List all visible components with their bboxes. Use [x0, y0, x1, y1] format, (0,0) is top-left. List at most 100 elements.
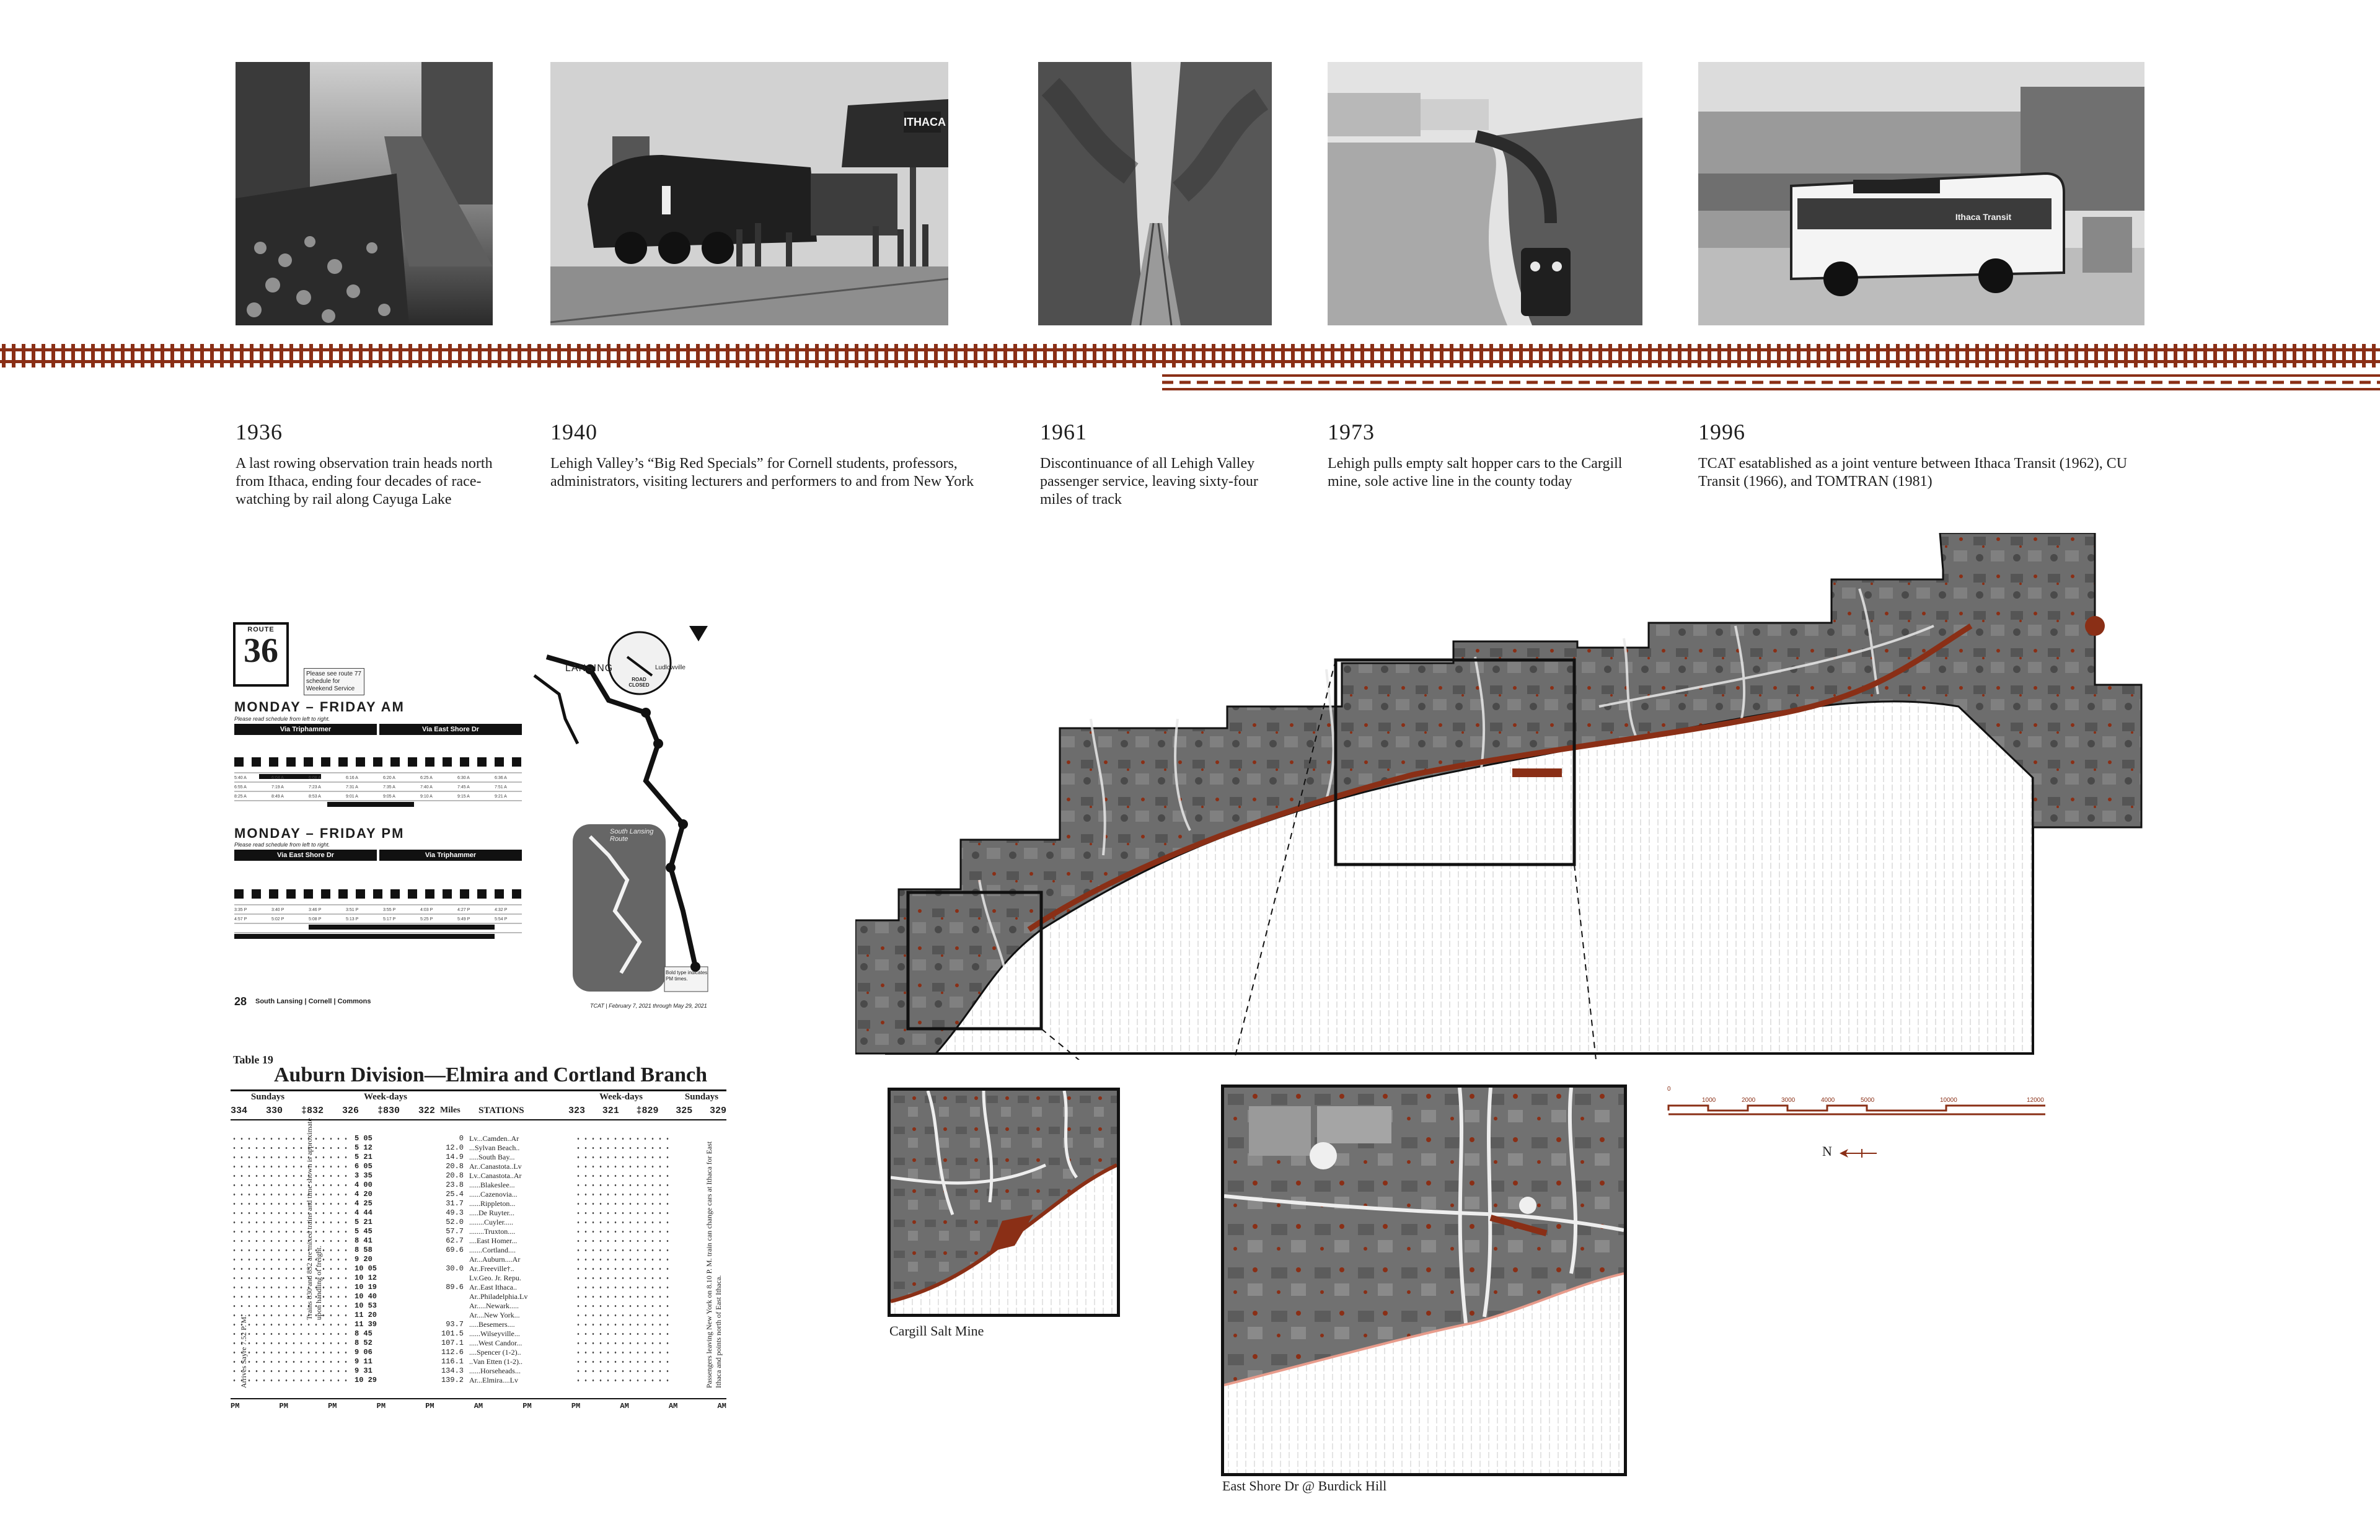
miles-cell: 62.7 — [446, 1236, 464, 1245]
svg-text:5:49 P: 5:49 P — [457, 917, 470, 922]
schedule-footer-page: 28 — [234, 995, 247, 1008]
station-row: .....West Candor... — [469, 1339, 522, 1347]
schedule-footer-dates: TCAT | February 7, 2021 through May 29, … — [590, 1003, 707, 1009]
time-cell: 9 06 — [355, 1348, 372, 1357]
photo-1973-salt-hopper-train — [1328, 62, 1642, 325]
station-row: ......Rippleton... — [469, 1199, 516, 1208]
station-row: .....Besemers.... — [469, 1320, 515, 1329]
train-number: 322 — [418, 1106, 435, 1116]
svg-text:9:05 A: 9:05 A — [383, 794, 395, 799]
svg-text:7:51 A: 7:51 A — [495, 785, 507, 790]
am-read-note: Please read schedule from left to right. — [234, 716, 330, 722]
svg-text:9:21 A: 9:21 A — [495, 794, 507, 799]
ampm-cell: PM — [571, 1402, 581, 1410]
right-time-columns: Passengers leaving New York on 8.10 P. M… — [575, 1134, 729, 1394]
inset-1-caption: Cargill Salt Mine — [889, 1323, 984, 1339]
station-row: Ar..Freeville†.. — [469, 1264, 514, 1273]
time-cell: 9 11 — [355, 1357, 372, 1366]
station-row: Lv.Geo. Jr. Repu. — [469, 1274, 521, 1282]
time-cell: 9 31 — [355, 1366, 372, 1375]
train-number: 329 — [709, 1106, 726, 1116]
svg-text:6:30 A: 6:30 A — [457, 776, 470, 780]
map-label-route-name: South Lansing Route — [610, 828, 654, 843]
miles-cell — [439, 1301, 464, 1311]
ampm-cell: AM — [668, 1402, 678, 1410]
station-row: Ar..Canastota..Lv — [469, 1162, 522, 1171]
station-row: ....East Homer... — [469, 1236, 518, 1245]
scale-label: 1000 — [1702, 1097, 1716, 1104]
svg-text:3:40 P: 3:40 P — [271, 908, 284, 912]
train-number: 334 — [231, 1106, 248, 1116]
svg-text:5:54 P: 5:54 P — [495, 917, 508, 922]
miles-cell — [439, 1311, 464, 1320]
pm-read-note: Please read schedule from left to right. — [234, 842, 330, 848]
scale-label: 2000 — [1742, 1097, 1756, 1104]
time-cell: 4 00 — [355, 1181, 372, 1189]
time-cell: 6 05 — [355, 1162, 372, 1171]
time-cell: 5 05 — [355, 1134, 372, 1143]
scale-label: 5000 — [1861, 1097, 1875, 1104]
svg-text:7:31 A: 7:31 A — [346, 785, 358, 790]
miles-cell: 49.3 — [446, 1208, 464, 1217]
svg-text:9:15 A: 9:15 A — [457, 794, 470, 799]
svg-text:6:08 A: 6:08 A — [309, 776, 321, 780]
stations-column: Lv...Camden..Ar...Sylvan Beach.......Sou… — [469, 1134, 571, 1385]
time-cell: 8 58 — [355, 1246, 372, 1254]
right-train-numbers: 323 321 ‡829 325 329 — [568, 1106, 726, 1116]
time-cell: 10 19 — [355, 1283, 377, 1291]
schedule-footer-title: South Lansing | Cornell | Commons — [255, 998, 371, 1005]
svg-text:3:55 P: 3:55 P — [383, 908, 396, 912]
svg-text:6:36 A: 6:36 A — [495, 776, 507, 780]
left-train-numbers: 334 330 ‡832 326 ‡830 322 — [231, 1106, 435, 1116]
train-number: 325 — [676, 1106, 693, 1116]
miles-cell: 20.8 — [446, 1171, 464, 1180]
route-map: LANSING Ludlowville ROAD CLOSED South La… — [522, 620, 720, 1004]
arrow-left-icon — [1840, 1149, 1877, 1158]
photo-1940-big-red-special: ITHACA — [550, 62, 948, 325]
train-number: ‡829 — [636, 1106, 659, 1116]
photo-1936-observation-train — [236, 62, 493, 325]
right-sundays-header: Sundays — [684, 1092, 719, 1102]
station-row: ..Van Etten (1-2).. — [469, 1357, 522, 1366]
svg-text:7:35 A: 7:35 A — [383, 785, 395, 790]
time-cell: 5 21 — [355, 1153, 372, 1161]
scale-label: 0 — [1667, 1086, 1671, 1093]
miles-cell: 107.1 — [441, 1339, 464, 1347]
time-cell: 10 29 — [355, 1376, 377, 1384]
miles-cell: 0 — [459, 1134, 464, 1143]
svg-text:7:45 A: 7:45 A — [457, 785, 470, 790]
miles-cell — [439, 1255, 464, 1264]
train-number: 323 — [568, 1106, 586, 1116]
scale-label: 10000 — [1940, 1097, 1957, 1104]
left-weekdays-header: Week-days — [363, 1092, 407, 1102]
station-sign: ITHACA — [904, 112, 946, 133]
inset-cargill-salt-mine — [888, 1088, 1120, 1317]
time-cell: 5 21 — [355, 1218, 372, 1226]
svg-text:7:23 A: 7:23 A — [309, 785, 321, 790]
right-dots — [575, 1134, 674, 1388]
miles-cell: 112.6 — [441, 1348, 464, 1357]
ampm-cell: PM — [231, 1402, 240, 1410]
station-row: Lv..Canastota..Ar — [469, 1171, 522, 1180]
ampm-cell: PM — [279, 1402, 288, 1410]
svg-text:9:10 A: 9:10 A — [420, 794, 433, 799]
map-label-lansing: LANSING — [565, 663, 614, 674]
time-cell: 10 40 — [355, 1292, 377, 1301]
station-row: ......Blakeslee... — [469, 1181, 515, 1189]
time-cell: 8 52 — [355, 1339, 372, 1347]
miles-cell: 23.8 — [446, 1181, 464, 1189]
ampm-cell: PM — [522, 1402, 532, 1410]
miles-cell: 14.9 — [446, 1153, 464, 1161]
map-bold-note: Bold type indicates PM times. — [666, 970, 708, 982]
aerial-map — [854, 532, 2144, 1088]
svg-text:7:19 A: 7:19 A — [271, 785, 284, 790]
service-note: Please see route 77 schedule for Weekend… — [304, 668, 364, 695]
map-label-road-closed: ROAD CLOSED — [628, 677, 650, 688]
station-row: ......Cazenovia... — [469, 1190, 518, 1199]
scale-label: 4000 — [1821, 1097, 1835, 1104]
svg-text:5:08 P: 5:08 P — [309, 917, 322, 922]
scale-bar: 0 1000 2000 3000 4000 5000 10000 12000 — [1667, 1086, 2052, 1129]
year-1996: 1996 — [1698, 420, 1745, 444]
